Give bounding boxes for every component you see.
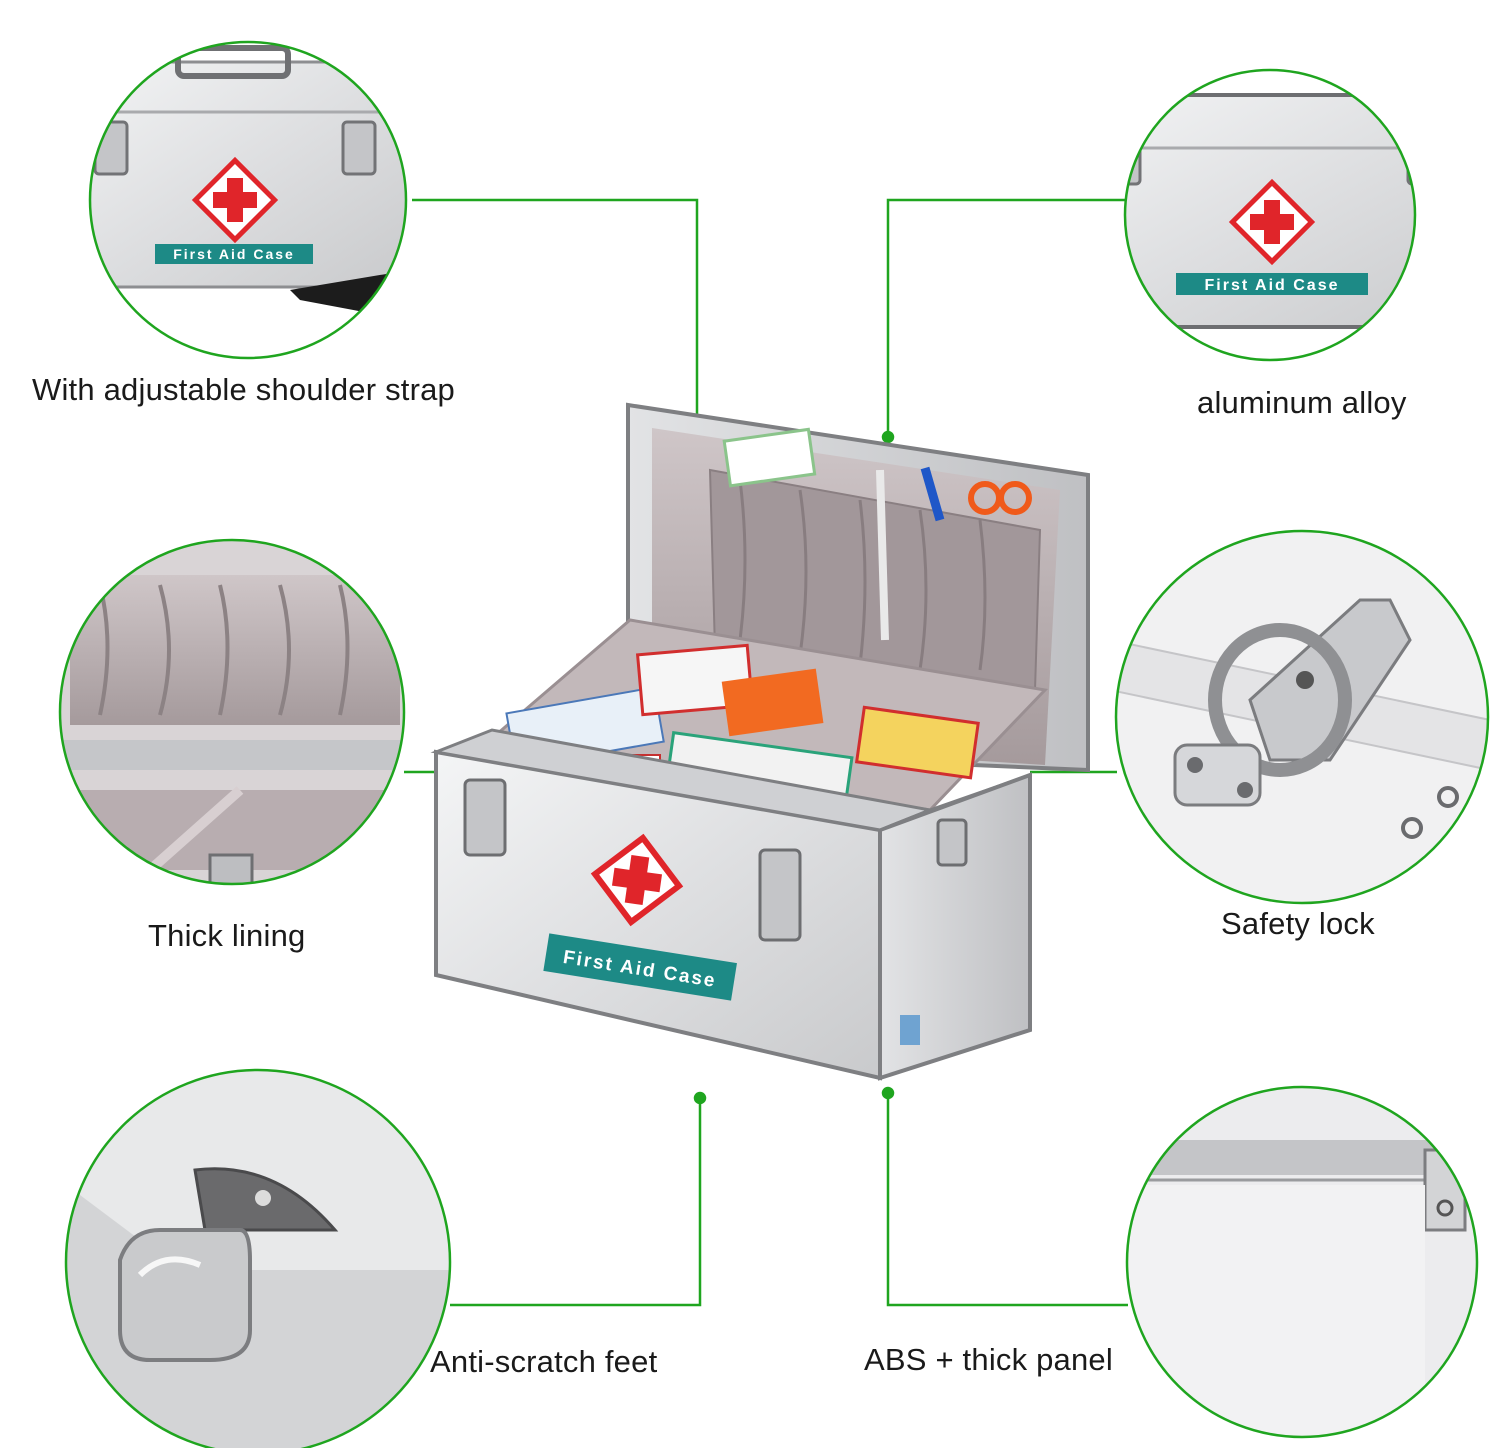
case-label-text: First Aid Case (173, 246, 295, 262)
caption-abs-panel: ABS + thick panel (864, 1342, 1113, 1377)
abs-panel-detail (1125, 1085, 1479, 1439)
safety-lock-detail (1114, 529, 1490, 905)
caption-aluminum-alloy: aluminum alloy (1197, 385, 1407, 420)
thick-lining-detail (58, 538, 406, 886)
aluminum-alloy-detail: First Aid Case (1123, 68, 1417, 362)
anti-scratch-feet-detail (64, 1068, 452, 1448)
case-label-text: First Aid Case (1205, 277, 1340, 294)
caption-anti-scratch-feet: Anti-scratch feet (430, 1344, 658, 1379)
open-first-aid-case: First Aid Case (430, 402, 1090, 1081)
caption-safety-lock: Safety lock (1221, 906, 1375, 941)
connector-lines (404, 198, 1128, 1307)
cross-icon (191, 156, 279, 244)
cross-icon (590, 833, 684, 927)
shoulder-strap-detail: First Aid Case (88, 40, 408, 360)
caption-shoulder-strap: With adjustable shoulder strap (32, 372, 456, 407)
cross-icon (1228, 178, 1316, 266)
caption-thick-lining: Thick lining (148, 918, 306, 953)
